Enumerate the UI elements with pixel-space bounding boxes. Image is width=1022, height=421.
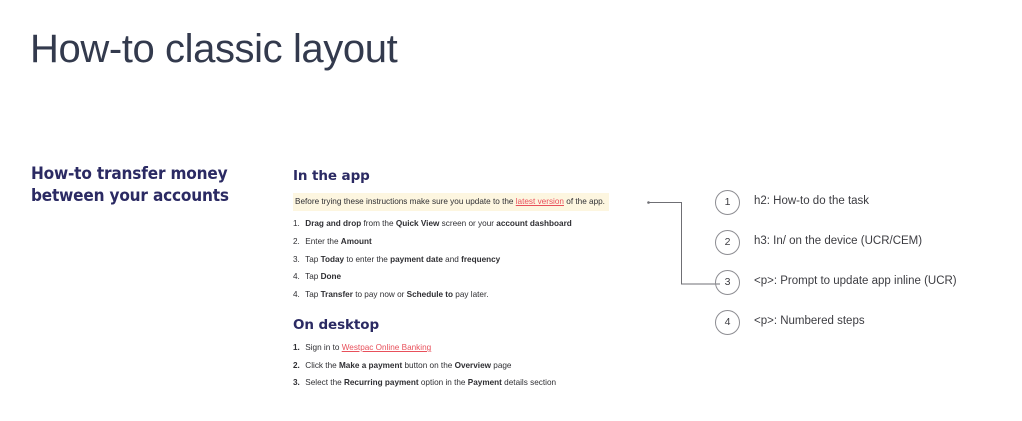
step-text: Click the [303,360,339,370]
step-text: pay later. [453,289,489,299]
step-emphasis: Transfer [320,289,353,299]
sidebar-title-line-1: How-to transfer money [31,164,228,183]
step-text: Select the [303,378,344,388]
step-emphasis: Today [320,254,345,264]
step-emphasis: Make a payment [338,360,403,370]
list-item: 1. Sign in to Westpac Online Banking [293,342,663,353]
callout-list: 1 h2: How-to do the task 2 h3: In/ on the d… [715,189,1015,349]
step-text: screen or your [439,219,497,229]
step-emphasis: Drag and drop [305,219,362,229]
callout-item: 1 h2: How-to do the task [715,189,1015,215]
callout-number-badge: 3 [715,269,740,295]
step-text: to pay now or [352,289,407,299]
step-text: and [442,254,462,264]
step-text: to enter the [344,254,391,264]
list-item: 1. Drag and drop from the Quick View scr… [293,218,663,229]
step-text: details section [501,378,557,388]
callout-label: h2: How-to do the task [754,195,870,208]
update-prompt-suffix: of the app. [563,197,605,207]
step-text: Tap [303,254,321,264]
step-emphasis: Amount [340,236,372,246]
app-steps-list: 1. Drag and drop from the Quick View scr… [293,218,663,300]
list-item: 4. Tap Transfer to pay now or Schedule t… [293,289,663,300]
step-text: button on the [402,360,455,370]
callout-item: 3 <p>: Prompt to update app inline (UCR) [715,269,1015,295]
step-text: page [491,360,512,370]
step-text: Tap [303,272,321,282]
step-number: 3. [293,378,300,388]
callout-number-badge: 4 [715,309,740,335]
list-item: 3. Tap Today to enter the payment date a… [293,254,663,265]
list-item: 3. Select the Recurring payment option i… [293,377,663,388]
step-number: 4. [293,272,300,282]
heading-in-the-app: In the app [293,168,370,184]
update-prompt-note: Before trying these instructions make su… [293,193,609,212]
step-emphasis: Quick View [395,219,440,229]
step-emphasis: Payment [467,378,502,388]
heading-on-desktop: On desktop [293,316,380,333]
step-number: 2. [293,236,300,246]
document-content: In the app Before trying these instructi… [293,168,663,395]
step-text: from the [361,219,396,229]
step-number: 4. [293,289,300,299]
update-prompt-prefix: Before trying these instructions make su… [295,197,516,207]
callout-number-badge: 2 [715,229,740,255]
callout-label: h3: In/ on the device (UCR/CEM) [754,235,923,248]
callout-item: 2 h3: In/ on the device (UCR/CEM) [715,229,1015,255]
step-number: 1. [293,219,300,229]
step-number: 1. [293,343,300,353]
step-emphasis: Recurring payment [343,378,419,388]
callout-label: <p>: Prompt to update app inline (UCR) [754,275,957,288]
callout-item: 4 <p>: Numbered steps [715,309,1015,335]
callout-number-badge: 1 [715,189,740,215]
list-item: 2. Enter the Amount [293,236,663,247]
step-text: option in the [418,378,468,388]
list-item: 2. Click the Make a payment button on th… [293,360,663,371]
step-emphasis: payment date [390,254,443,264]
step-text: Enter the [303,236,341,246]
westpac-online-banking-link[interactable]: Westpac Online Banking [341,343,432,353]
sidebar-article-title: How-to transfer money between your accou… [31,163,245,207]
callout-label: <p>: Numbered steps [754,315,865,328]
step-emphasis: Schedule to [406,289,454,299]
desktop-steps-list: 1. Sign in to Westpac Online Banking 2. C… [293,342,663,388]
step-emphasis: Done [320,272,342,282]
latest-version-link[interactable]: latest version [515,197,564,207]
step-number: 2. [293,360,300,370]
sidebar-title-line-2: between your accounts [31,185,229,205]
step-number: 3. [293,254,300,264]
sidebar: How-to transfer money between your accou… [31,163,261,207]
step-emphasis: Overview [454,360,491,370]
step-text: Tap [303,289,321,299]
list-item: 4. Tap Done [293,271,663,282]
step-emphasis: frequency [461,254,501,264]
page-title: How-to classic layout [30,27,398,71]
step-text: Sign in to [303,343,342,353]
step-emphasis: account dashboard [496,219,572,229]
